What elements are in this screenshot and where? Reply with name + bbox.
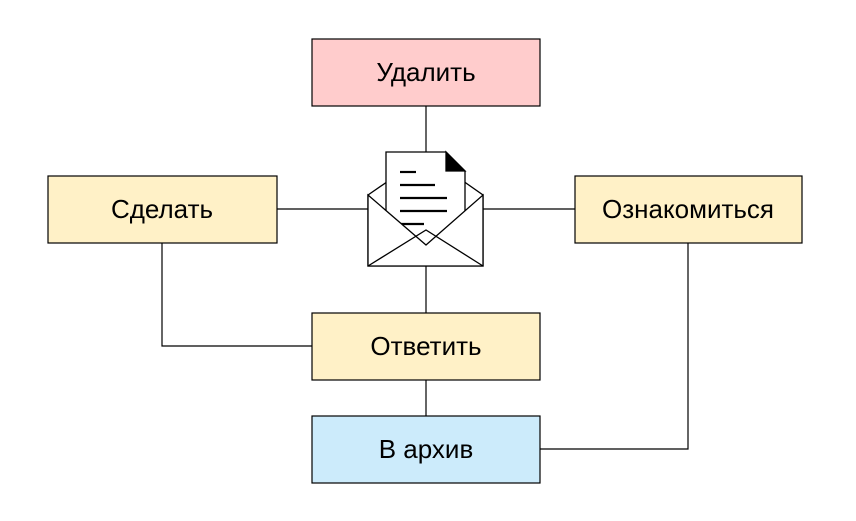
node-archive-box — [311, 415, 541, 484]
envelope-with-document-icon — [367, 150, 484, 267]
node-archive-label: В архив — [379, 434, 474, 464]
envelope-bottom-flap — [367, 229, 484, 267]
node-review-box — [574, 175, 803, 244]
node-review-label: Ознакомиться — [602, 194, 774, 224]
connector-do-reply — [161, 243, 312, 347]
node-delete-label: Удалить — [376, 57, 475, 87]
node-do-label: Сделать — [111, 194, 213, 224]
node-reply-label: Ответить — [370, 331, 481, 361]
node-do: Сделать — [47, 175, 278, 244]
node-delete-box — [311, 38, 541, 107]
node-archive: В архив — [311, 415, 541, 484]
node-do-box — [47, 175, 278, 244]
document-corner-fold — [445, 150, 467, 172]
node-delete: Удалить — [311, 38, 541, 107]
connectors — [161, 106, 689, 450]
node-reply: Ответить — [311, 312, 541, 381]
node-reply-box — [311, 312, 541, 381]
node-review: Ознакомиться — [574, 175, 803, 244]
connector-review-archive — [540, 243, 689, 450]
document-text-lines — [400, 170, 447, 226]
